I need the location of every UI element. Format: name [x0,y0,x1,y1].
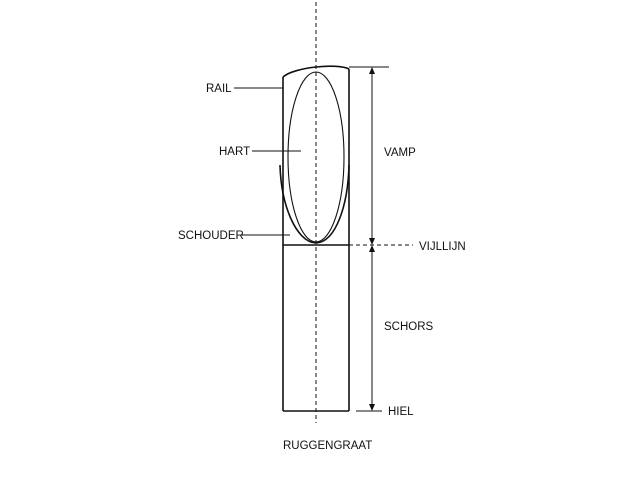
label-schouder: SCHOUDER [178,230,244,242]
label-schors: SCHORS [384,321,434,333]
vamp-arrow-down [369,238,375,245]
label-vamp: VAMP [384,147,416,159]
schors-arrow-up [369,245,375,252]
label-rail: RAIL [206,83,232,95]
label-vijllijn: VIJLLIJN [419,241,466,253]
label-hart: HART [219,146,250,158]
schors-arrow-down [369,404,375,411]
label-hiel: HIEL [388,406,414,418]
label-ruggengraat: RUGGENGRAAT [283,440,372,452]
vamp-arrow-up [369,67,375,74]
shoulder-curve [279,164,350,244]
